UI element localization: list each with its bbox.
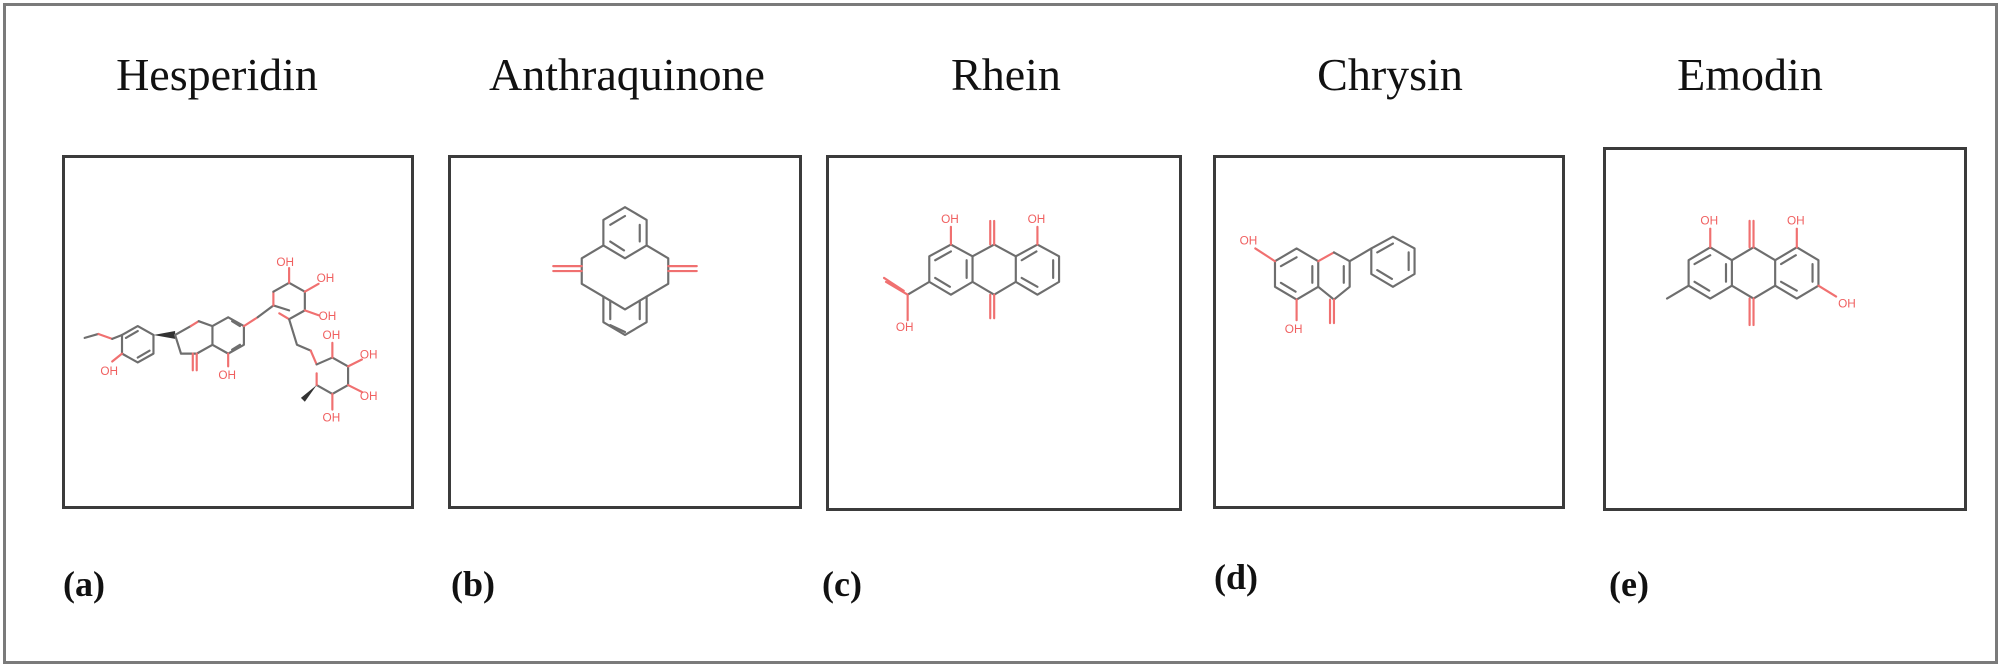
structure-box-anthraquinone xyxy=(448,155,802,509)
label-oh: OH xyxy=(1240,235,1258,248)
label-oh: OH xyxy=(1285,323,1303,336)
label-oh: OH xyxy=(276,256,294,269)
label-oh: OH xyxy=(218,369,236,382)
label-oh: OH xyxy=(941,213,959,226)
label-oh: OH xyxy=(1838,296,1856,310)
title-rhein: Rhein xyxy=(951,49,1061,100)
title-emodin: Emodin xyxy=(1677,49,1823,100)
label-oh: OH xyxy=(323,329,341,342)
title-hesperidin: Hesperidin xyxy=(116,49,318,100)
tag-a: (a) xyxy=(63,564,105,604)
chrysin-structure: OH OH xyxy=(1240,235,1416,336)
tag-e: (e) xyxy=(1609,564,1649,604)
label-oh: OH xyxy=(1787,214,1805,228)
title-chrysin: Chrysin xyxy=(1317,49,1463,100)
structure-box-rhein: OH OH OH xyxy=(826,155,1182,511)
figure-frame xyxy=(3,3,1998,664)
structure-box-hesperidin: OH OH OH OH OH OH OH OH OH xyxy=(62,155,414,509)
label-oh: OH xyxy=(360,390,378,403)
emodin-structure: OH OH OH xyxy=(1665,214,1856,327)
anthraquinone-structure xyxy=(552,206,698,337)
label-oh: OH xyxy=(1028,213,1046,226)
hesperidin-structure: OH OH OH OH OH OH OH OH OH xyxy=(83,256,378,424)
structure-box-emodin: OH OH OH xyxy=(1603,147,1967,511)
label-oh: OH xyxy=(896,321,914,334)
structure-box-chrysin: OH OH xyxy=(1213,155,1565,509)
tag-d: (d) xyxy=(1214,557,1258,597)
rhein-structure: OH OH OH xyxy=(882,213,1061,334)
label-oh: OH xyxy=(317,272,335,285)
tag-b: (b) xyxy=(451,564,495,604)
label-oh: OH xyxy=(360,349,378,362)
label-oh: OH xyxy=(323,411,341,424)
label-oh: OH xyxy=(100,365,118,378)
title-anthraquinone: Anthraquinone xyxy=(489,49,765,100)
tag-c: (c) xyxy=(822,564,862,604)
label-oh: OH xyxy=(319,310,337,323)
label-oh: OH xyxy=(1700,214,1718,228)
